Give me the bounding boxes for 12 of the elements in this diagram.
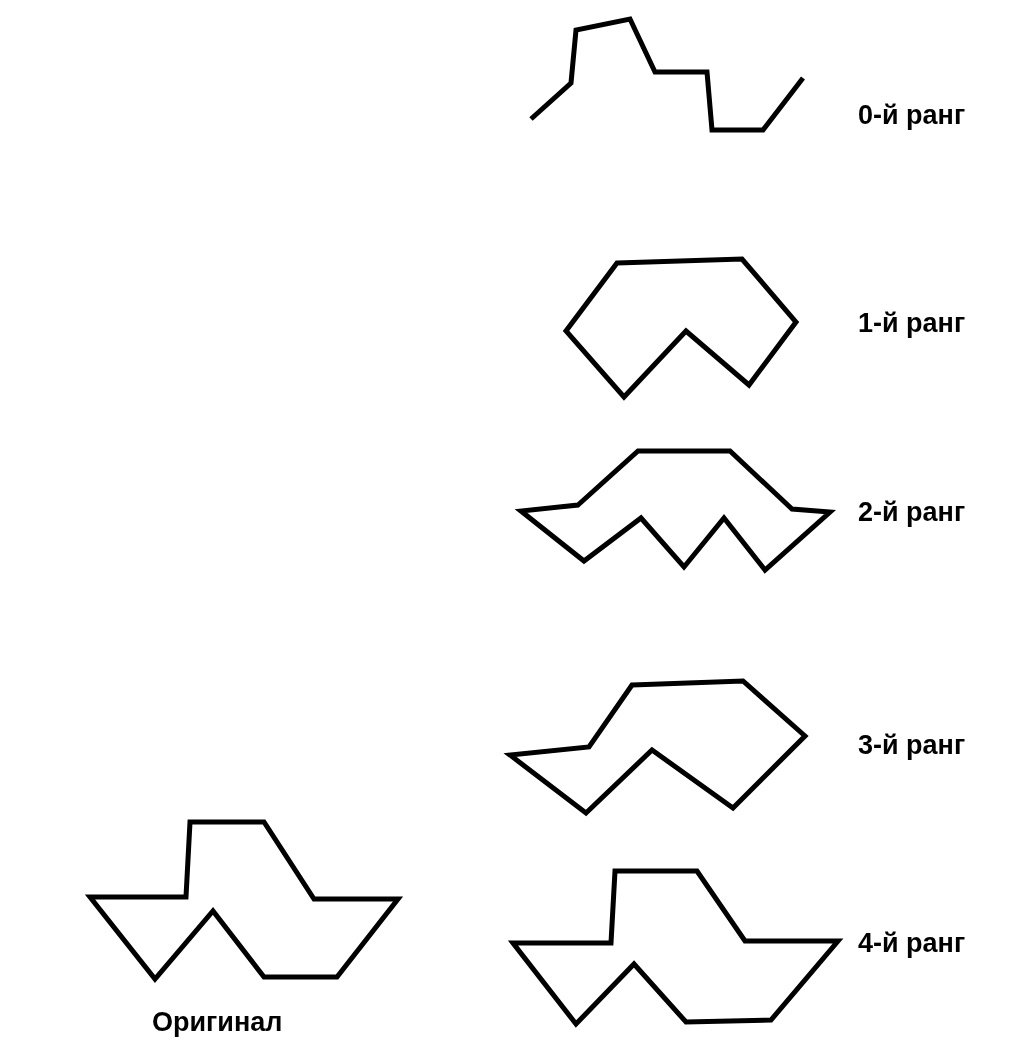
polygon-outline — [84, 819, 404, 983]
rank-label: 3-й ранг — [858, 729, 966, 761]
polygon-outline — [503, 678, 809, 817]
rank-label: 4-й ранг — [858, 927, 966, 959]
zigzag-line — [529, 16, 805, 133]
polygon-outline — [514, 448, 837, 574]
rank-label: 0-й ранг — [858, 99, 966, 131]
rank-label: 2-й ранг — [858, 496, 966, 528]
shape-caption: Оригинал — [152, 1006, 283, 1038]
polygon-outline — [507, 868, 844, 1028]
polygon-outline — [562, 256, 800, 401]
rank-label: 1-й ранг — [858, 307, 966, 339]
